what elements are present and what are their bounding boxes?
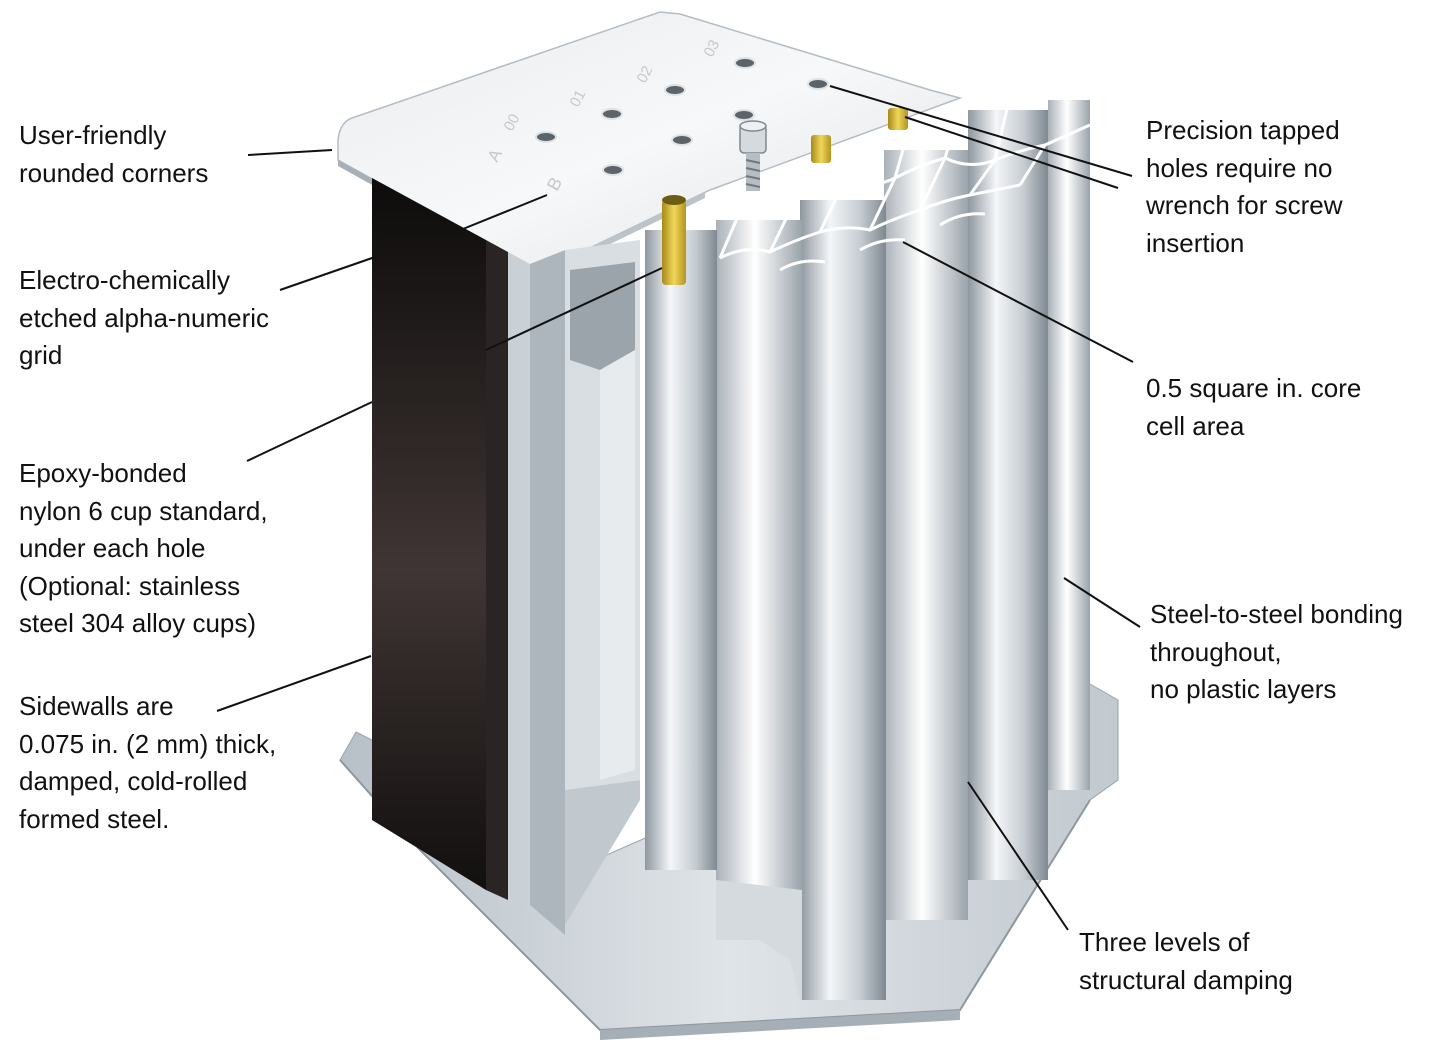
grid-mark-01: 01: [567, 87, 590, 110]
sidewall: [372, 178, 565, 935]
callout-etched-grid-line-3: grid: [19, 340, 63, 370]
callout-bonding: Steel-to-steel bonding throughout, no pl…: [1150, 596, 1403, 709]
callout-bonding-line-3: no plastic layers: [1150, 674, 1337, 704]
callout-epoxy-cups-line-5: steel 304 alloy cups): [19, 608, 257, 638]
honeycomb-cell-grid: [703, 92, 1091, 272]
callout-epoxy-cups-line-2: nylon 6 cup standard,: [19, 495, 268, 526]
callout-tapped-holes-line-4: insertion: [1146, 227, 1245, 258]
leader-rounded-corners: [247, 149, 333, 156]
callout-rounded-corners-line-1: User-friendly: [19, 120, 167, 150]
callout-etched-grid-line-2: etched alpha-numeric: [19, 302, 270, 333]
callout-tapped-holes: Precision tapped holes require no wrench…: [1146, 112, 1343, 262]
callout-core-cell-line-1: 0.5 square in. core: [1146, 373, 1362, 403]
callout-epoxy-cups-line-3: under each hole: [19, 533, 206, 563]
leader-tapped-holes: [829, 85, 1133, 177]
callout-bonding-line-2: throughout,: [1150, 636, 1282, 667]
leader-core-cell: [902, 241, 1134, 363]
tapped-holes: [535, 57, 829, 176]
screw-icon: [739, 120, 767, 191]
leader-lines: [216, 85, 1141, 931]
honeycomb-core-tubes: [645, 100, 1090, 1000]
callout-rounded-corners-line-2: rounded corners: [19, 157, 209, 188]
callout-etched-grid-line-1: Electro-chemically: [19, 265, 230, 295]
callout-sidewalls-line-3: damped, cold-rolled: [19, 766, 248, 796]
grid-mark-03: 03: [701, 37, 724, 60]
callout-damping-line-2: structural damping: [1079, 964, 1293, 995]
leader-tapped-holes-cup: [904, 116, 1119, 189]
callout-sidewalls-line-4: formed steel.: [19, 803, 170, 834]
callout-bonding-line-1: Steel-to-steel bonding: [1150, 599, 1403, 629]
grid-mark-00: 00: [501, 111, 524, 134]
leader-sidewalls: [216, 655, 372, 712]
callout-damping-line-1: Three levels of: [1079, 927, 1250, 957]
callout-rounded-corners: User-friendly rounded corners: [19, 117, 208, 192]
callout-etched-grid: Electro-chemically etched alpha-numeric …: [19, 262, 269, 375]
grid-mark-02: 02: [634, 63, 657, 86]
callout-core-cell-line-2: cell area: [1146, 410, 1245, 441]
leader-damping: [967, 781, 1069, 931]
leader-epoxy-cups: [246, 401, 373, 462]
callout-sidewalls-line-2: 0.075 in. (2 mm) thick,: [19, 728, 277, 759]
nylon-cups: [662, 108, 908, 285]
channel-bracket: [565, 240, 640, 925]
callout-tapped-holes-line-1: Precision tapped: [1146, 115, 1340, 145]
leader-etched-grid-inner: [457, 194, 548, 232]
callout-sidewalls-line-1: Sidewalls are: [19, 691, 174, 721]
leader-epoxy-cups-inner: [485, 267, 663, 351]
callout-tapped-holes-line-3: wrench for screw: [1146, 190, 1343, 220]
callout-epoxy-cups: Epoxy-bonded nylon 6 cup standard, under…: [19, 455, 268, 643]
callout-epoxy-cups-line-1: Epoxy-bonded: [19, 458, 187, 488]
callout-core-cell: 0.5 square in. core cell area: [1146, 370, 1361, 445]
callout-damping: Three levels of structural damping: [1079, 924, 1293, 999]
callout-tapped-holes-line-2: holes require no: [1146, 152, 1333, 183]
callout-epoxy-cups-line-4: (Optional: stainless: [19, 570, 241, 601]
leader-bonding: [1063, 577, 1141, 628]
callout-sidewalls: Sidewalls are 0.075 in. (2 mm) thick, da…: [19, 688, 276, 838]
leader-etched-grid: [279, 256, 376, 291]
